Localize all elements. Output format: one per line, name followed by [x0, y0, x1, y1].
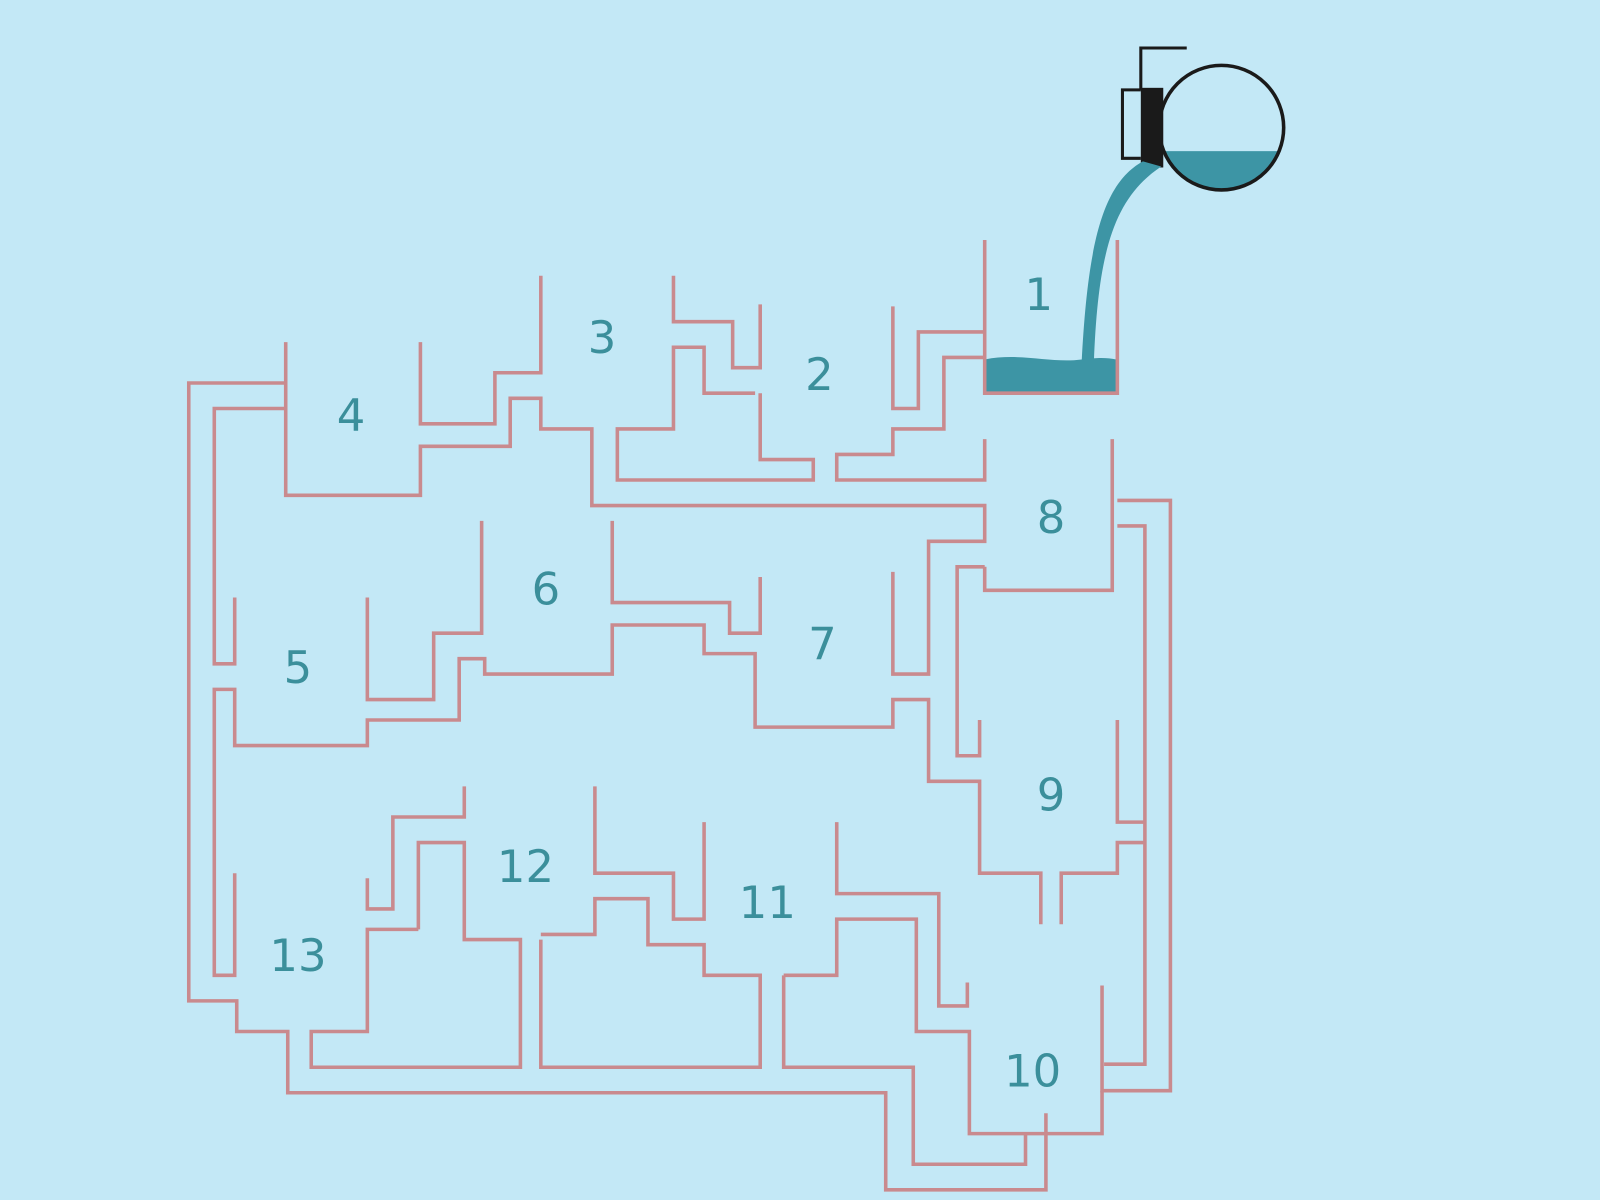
container-label-1: 1 [1024, 268, 1053, 321]
container-label-4: 4 [337, 389, 366, 442]
container-label-6: 6 [532, 562, 561, 615]
container-label-2: 2 [805, 348, 834, 401]
container-label-3: 3 [588, 311, 617, 364]
container-label-13: 13 [269, 929, 326, 982]
container-label-7: 7 [808, 617, 837, 670]
container-label-5: 5 [284, 641, 313, 694]
container-label-12: 12 [497, 840, 554, 893]
jug-spout-block [1140, 87, 1164, 168]
container-label-10: 10 [1004, 1044, 1061, 1097]
container-1-walls [982, 239, 1120, 395]
water-stream [1081, 161, 1162, 363]
maze-pipes [186, 239, 1173, 1192]
jug-handle [1120, 88, 1141, 160]
container-label-8: 8 [1037, 491, 1066, 544]
container-label-11: 11 [739, 876, 796, 929]
jug-handle-top [1139, 46, 1187, 90]
container-1-water [984, 357, 1117, 394]
container-label-9: 9 [1037, 769, 1066, 822]
